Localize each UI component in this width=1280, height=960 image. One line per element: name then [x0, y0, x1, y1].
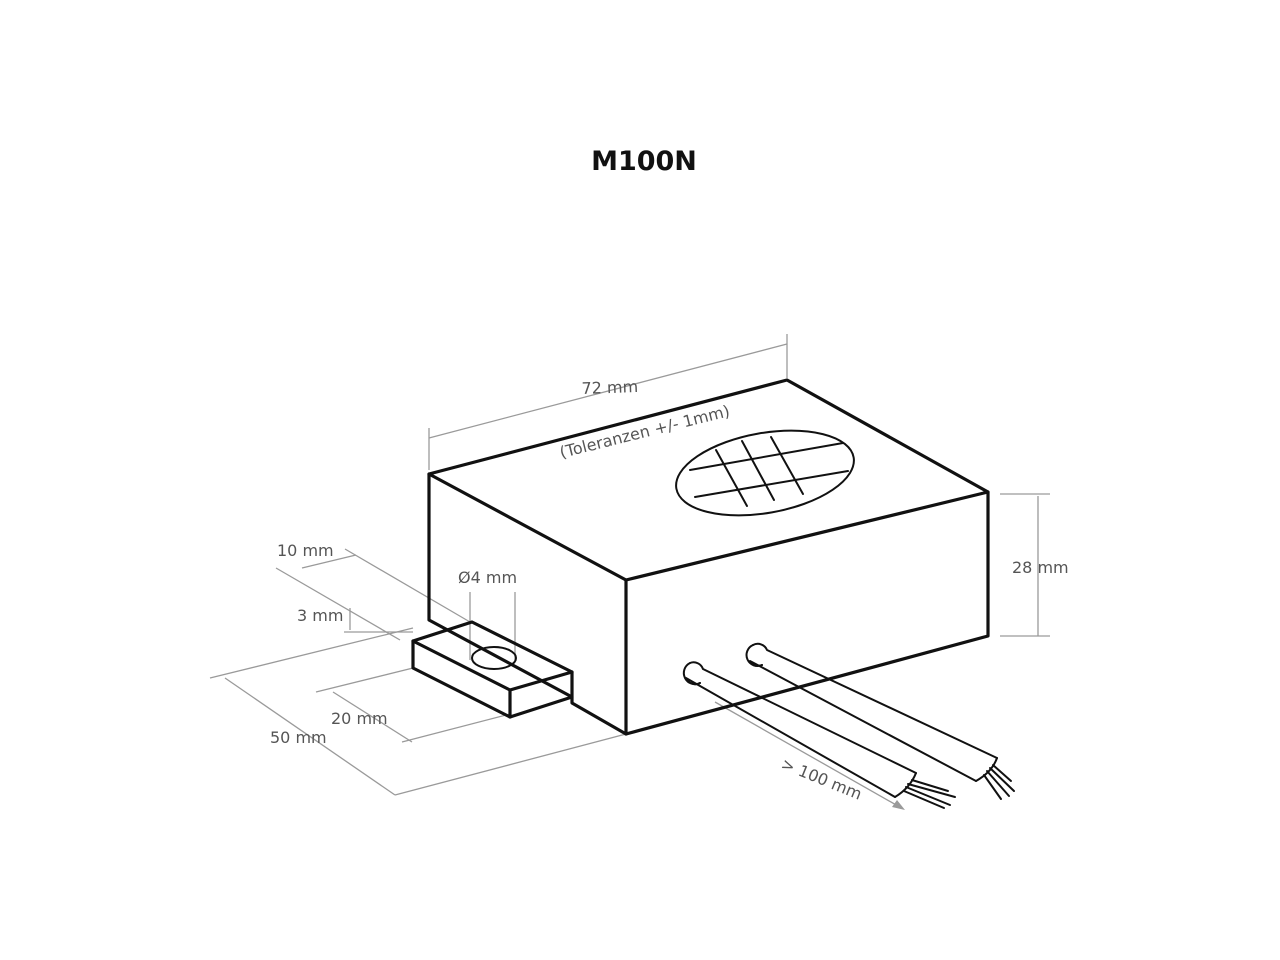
dimension-lines [209, 334, 1050, 810]
mounting-tab [411, 620, 574, 719]
length-label: 72 mm [581, 377, 638, 398]
depth-label: 50 mm [270, 728, 327, 747]
cable-length-label: > 100 mm [779, 754, 865, 804]
housing [427, 378, 990, 736]
tab-width-label: 20 mm [331, 709, 388, 728]
tab-length-label: 10 mm [277, 541, 334, 560]
mounting-hole [471, 646, 517, 670]
cable-left [682, 661, 956, 809]
height-label: 28 mm [1012, 558, 1069, 577]
speaker-grille [675, 429, 855, 517]
cable-right [745, 642, 1015, 800]
hole-diameter-label: Ø4 mm [458, 568, 517, 587]
cables [682, 642, 1015, 809]
product-title: M100N [591, 146, 697, 177]
tolerance-label: (Toleranzen +/- 1mm) [558, 401, 732, 462]
tab-thickness-label: 3 mm [297, 606, 343, 625]
